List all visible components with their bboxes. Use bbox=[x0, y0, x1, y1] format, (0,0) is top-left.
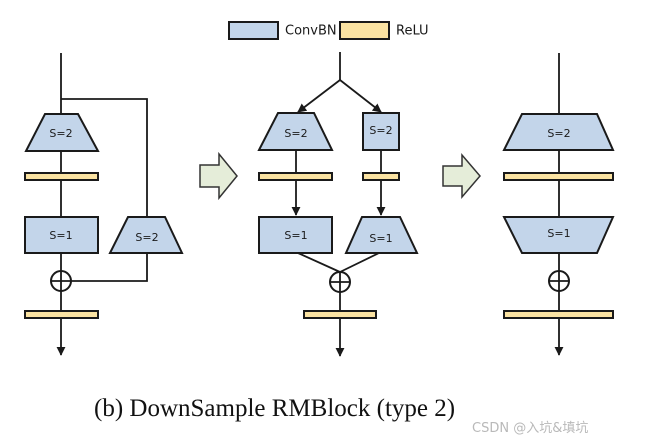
legend-relu-label: ReLU bbox=[396, 24, 429, 39]
relu-bar bbox=[503, 172, 614, 181]
watermark: CSDN @入坑&填坑 bbox=[472, 421, 588, 436]
add-icon bbox=[50, 270, 72, 292]
relu-bar bbox=[24, 172, 99, 181]
relu-bar bbox=[503, 310, 614, 319]
shortcut-convbn-s2-trapezoid bbox=[108, 216, 184, 254]
legend-convbn-swatch bbox=[228, 21, 279, 40]
middle-diagram: S=2 S=2 S=1 S=1 bbox=[257, 52, 419, 357]
branch-wire-left bbox=[297, 79, 341, 113]
conv-label: S=2 bbox=[135, 231, 158, 244]
legend: ConvBN ReLU bbox=[228, 21, 429, 40]
right-diagram: S=2 S=1 bbox=[502, 53, 615, 356]
add-icon bbox=[548, 270, 570, 292]
relu-bar bbox=[362, 172, 400, 181]
relu-bar bbox=[303, 310, 377, 319]
convbn-s1-trapezoid bbox=[344, 216, 419, 254]
transform-arrow-icon bbox=[199, 151, 238, 201]
conv-label: S=1 bbox=[547, 227, 570, 240]
shortcut-merge-wire bbox=[71, 253, 148, 282]
shortcut-wire bbox=[61, 98, 148, 217]
merge-wire-left bbox=[297, 252, 341, 273]
conv-label: S=1 bbox=[284, 229, 307, 242]
convbn-s2-trapezoid bbox=[502, 113, 615, 151]
convbn-s1-inverted-trapezoid bbox=[502, 216, 615, 254]
conv-label: S=2 bbox=[547, 127, 570, 140]
convbn-s2-trapezoid bbox=[257, 112, 334, 151]
merge-wire-right bbox=[339, 252, 380, 273]
conv-label: S=1 bbox=[49, 229, 72, 242]
conv-label: S=2 bbox=[284, 127, 307, 140]
legend-relu-swatch bbox=[339, 21, 390, 40]
conv-label: S=1 bbox=[369, 232, 392, 245]
left-diagram: S=2 S=1 S=2 bbox=[24, 53, 184, 356]
convbn-s2-small-rect bbox=[362, 112, 400, 151]
convbn-s2-trapezoid bbox=[24, 113, 100, 152]
convbn-s1-rect bbox=[258, 216, 333, 254]
add-icon bbox=[329, 271, 351, 293]
conv-label: S=2 bbox=[49, 127, 72, 140]
relu-bar bbox=[258, 172, 333, 181]
transform-arrow-icon bbox=[442, 152, 481, 200]
legend-convbn-label: ConvBN bbox=[285, 24, 337, 39]
figure-caption: (b) DownSample RMBlock (type 2) bbox=[94, 395, 455, 422]
relu-bar bbox=[24, 310, 99, 319]
branch-wire-right bbox=[339, 79, 382, 113]
conv-label: S=2 bbox=[369, 124, 392, 137]
